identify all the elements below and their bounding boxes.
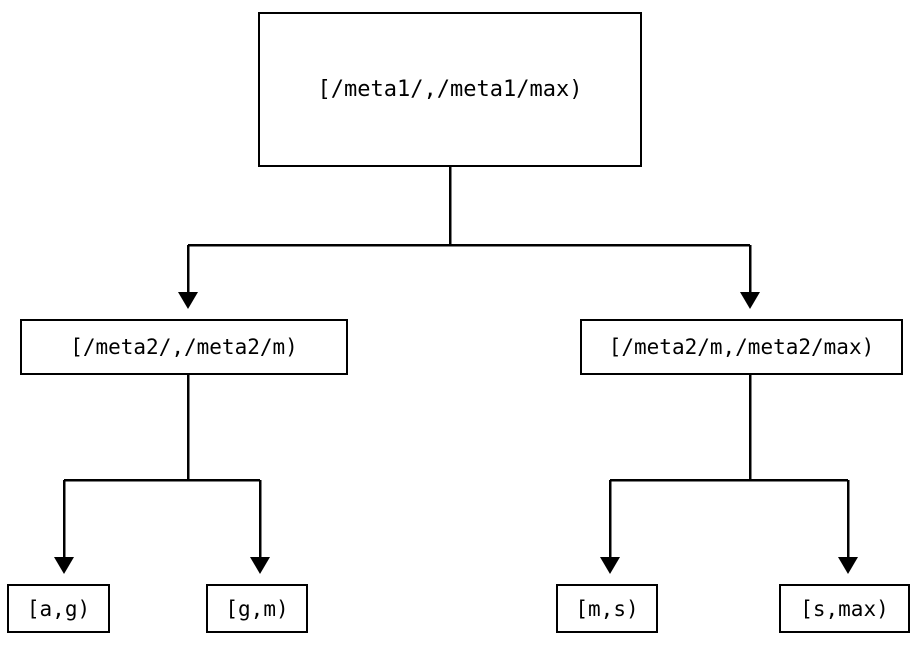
arrowhead-icon-leaf-a-g: [54, 557, 74, 574]
arrowhead-icon-mid-left: [178, 292, 198, 309]
arrowhead-icon-leaf-s-max: [838, 557, 858, 574]
tree-node-leaf-m-s[interactable]: [m,s): [556, 584, 658, 633]
tree-node-leaf-s-max[interactable]: [s,max): [779, 584, 910, 633]
tree-node-leaf-g-m[interactable]: [g,m): [206, 584, 308, 633]
tree-node-mid-right[interactable]: [/meta2/m,/meta2/max): [580, 319, 903, 375]
tree-node-root[interactable]: [/meta1/,/meta1/max): [258, 12, 642, 167]
tree-node-leaf-a-g[interactable]: [a,g): [7, 584, 110, 633]
tree-node-mid-left[interactable]: [/meta2/,/meta2/m): [20, 319, 348, 375]
arrowhead-icon-mid-right: [740, 292, 760, 309]
arrowhead-icon-leaf-g-m: [250, 557, 270, 574]
arrowhead-icon-leaf-m-s: [600, 557, 620, 574]
